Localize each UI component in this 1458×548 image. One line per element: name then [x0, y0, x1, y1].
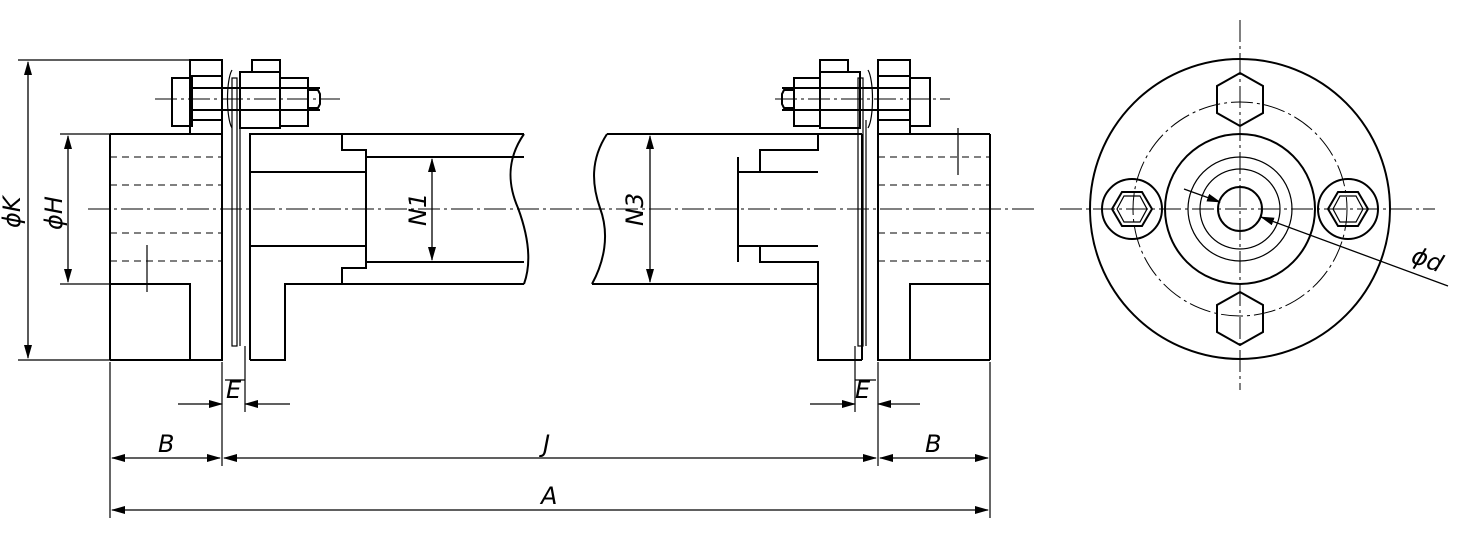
label-E-left: E	[226, 376, 242, 404]
dimensions: ϕK ϕH N1 N3 E E B J B A	[0, 59, 991, 518]
label-E-right: E	[855, 376, 871, 404]
side-view: ϕK ϕH N1 N3 E E B J B A	[0, 59, 1035, 518]
label-B-right: B	[925, 430, 941, 458]
dim-d-leader-2	[1260, 216, 1449, 287]
bolt-circle	[1132, 101, 1348, 317]
hex-bolt-right	[1317, 178, 1379, 240]
hub-circle	[1164, 133, 1316, 285]
hex-bolt-left	[1101, 178, 1163, 240]
outer-flange-circle	[1089, 58, 1391, 360]
hub-bore-ring	[1199, 168, 1281, 250]
bore-circle	[1217, 186, 1263, 232]
left-hub	[109, 59, 241, 361]
spool-left	[249, 133, 530, 361]
right-hub	[877, 59, 991, 361]
label-dia-H: ϕH	[40, 196, 68, 230]
hex-bolt-bottom	[1216, 290, 1264, 347]
left-bolt	[155, 59, 340, 135]
label-J: J	[539, 430, 550, 458]
label-N1: N1	[404, 193, 432, 226]
dim-d-leader	[1183, 188, 1221, 203]
label-N3: N3	[621, 193, 649, 226]
hex-bolt-top	[1216, 71, 1264, 128]
end-view: ϕd	[1060, 20, 1449, 390]
right-bolt	[775, 59, 950, 135]
hub-inner-circle	[1187, 156, 1293, 262]
spool-right	[591, 77, 867, 361]
label-dia-K: ϕK	[0, 194, 26, 228]
label-B-left: B	[158, 430, 174, 458]
label-A: A	[539, 482, 557, 510]
